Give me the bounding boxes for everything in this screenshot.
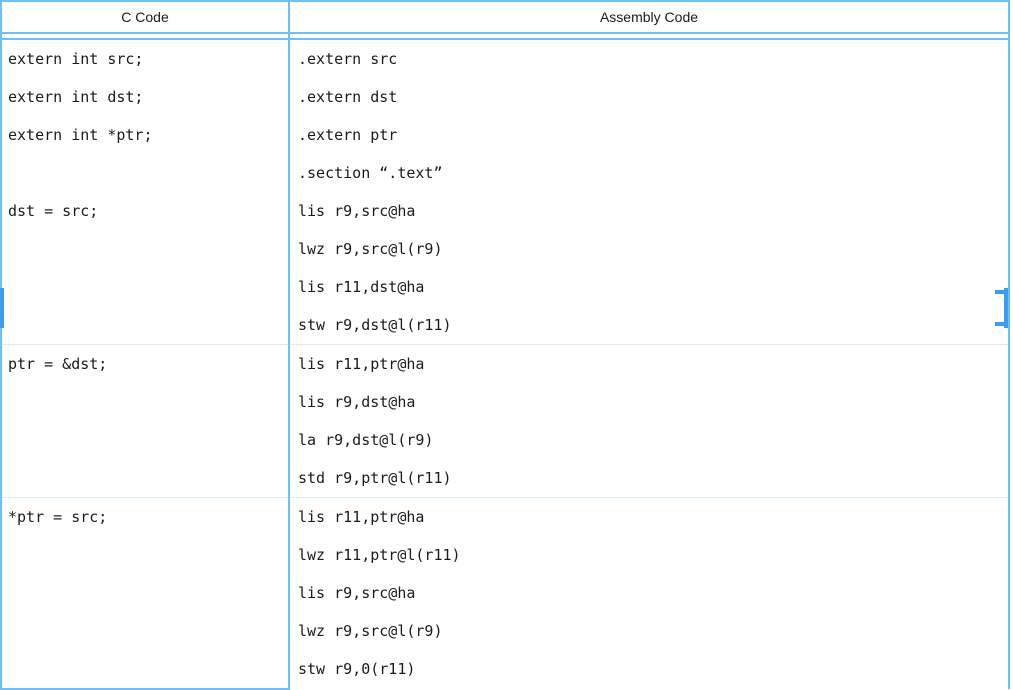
c-code-cell: ptr = &dst;	[0, 344, 290, 498]
assembly-code-line: lis r11,ptr@ha	[298, 508, 425, 526]
column-header-c-code: C Code	[0, 0, 290, 34]
c-code-line: extern int *ptr;	[8, 126, 153, 144]
c-code-line-blank	[7, 574, 288, 612]
c-code-line-blank	[7, 383, 288, 421]
c-code-line: dst = src;	[8, 202, 99, 220]
assembly-code-line: stw r9,0(r11)	[298, 660, 416, 678]
assembly-code-line: la r9,dst@l(r9)	[298, 431, 434, 449]
assembly-code-line: .extern src	[298, 50, 398, 68]
c-code-line: ptr = &dst;	[8, 355, 108, 373]
assembly-code-line: .extern ptr	[298, 126, 398, 144]
table-header-row: C Code Assembly Code	[0, 0, 1010, 34]
assembly-code-line: std r9,ptr@l(r11)	[298, 469, 452, 487]
c-code-line: extern int dst;	[8, 88, 144, 106]
resize-handle-right[interactable]	[1004, 288, 1008, 328]
assembly-code-line: lis r9,dst@ha	[298, 393, 416, 411]
c-code-line-blank	[7, 268, 288, 306]
c-code-line-blank	[7, 459, 288, 497]
resize-handle-right-top-nub[interactable]	[995, 290, 1004, 294]
c-code-line: *ptr = src;	[8, 508, 108, 526]
c-code-line-blank	[7, 230, 288, 268]
table-header: C Code Assembly Code	[0, 0, 1010, 40]
c-code-line: extern int src;	[8, 50, 144, 68]
header-double-rule-right	[288, 33, 1010, 40]
assembly-code-line: lwz r9,src@l(r9)	[298, 240, 443, 258]
assembly-code-line: .section “.text”	[298, 164, 443, 182]
c-code-line-blank	[7, 154, 288, 192]
assembly-code-line: lwz r9,src@l(r9)	[298, 622, 443, 640]
assembly-code-line: lis r9,src@ha	[298, 584, 416, 602]
c-code-cell: *ptr = src;	[0, 497, 290, 690]
column-header-assembly-code: Assembly Code	[288, 0, 1010, 34]
assembly-code-line: stw r9,dst@l(r11)	[298, 316, 452, 334]
c-code-line-blank	[7, 612, 288, 650]
c-code-line-blank	[7, 421, 288, 459]
c-code-line-blank	[7, 306, 288, 344]
header-double-rule-left	[0, 33, 290, 40]
table-body: extern int src; extern int dst; extern i…	[0, 39, 1010, 690]
assembly-code-cell: .extern src .extern dst .extern ptr .sec…	[288, 39, 1010, 345]
c-code-line-blank	[7, 650, 288, 688]
assembly-code-line: lwz r11,ptr@l(r11)	[298, 546, 461, 564]
c-code-line-blank	[7, 536, 288, 574]
resize-handle-right-bottom-nub[interactable]	[995, 322, 1004, 326]
assembly-code-cell: lis r11,ptr@ha lis r9,dst@ha la r9,dst@l…	[288, 344, 1010, 498]
assembly-code-line: lis r9,src@ha	[298, 202, 416, 220]
assembly-code-line: lis r11,dst@ha	[298, 278, 425, 296]
header-double-rule	[0, 33, 1010, 40]
table-row: *ptr = src; lis r11,ptr@ha lwz r11,ptr@l…	[0, 497, 1010, 690]
assembly-code-cell: lis r11,ptr@ha lwz r11,ptr@l(r11) lis r9…	[288, 497, 1010, 689]
table-row: ptr = &dst; lis r11,ptr@ha lis r9,dst@ha…	[0, 344, 1010, 498]
assembly-code-line: lis r11,ptr@ha	[298, 355, 425, 373]
c-code-cell: extern int src; extern int dst; extern i…	[0, 39, 290, 345]
resize-handle-left[interactable]	[0, 288, 4, 328]
assembly-code-line: .extern dst	[298, 88, 398, 106]
table-row: extern int src; extern int dst; extern i…	[0, 39, 1010, 345]
